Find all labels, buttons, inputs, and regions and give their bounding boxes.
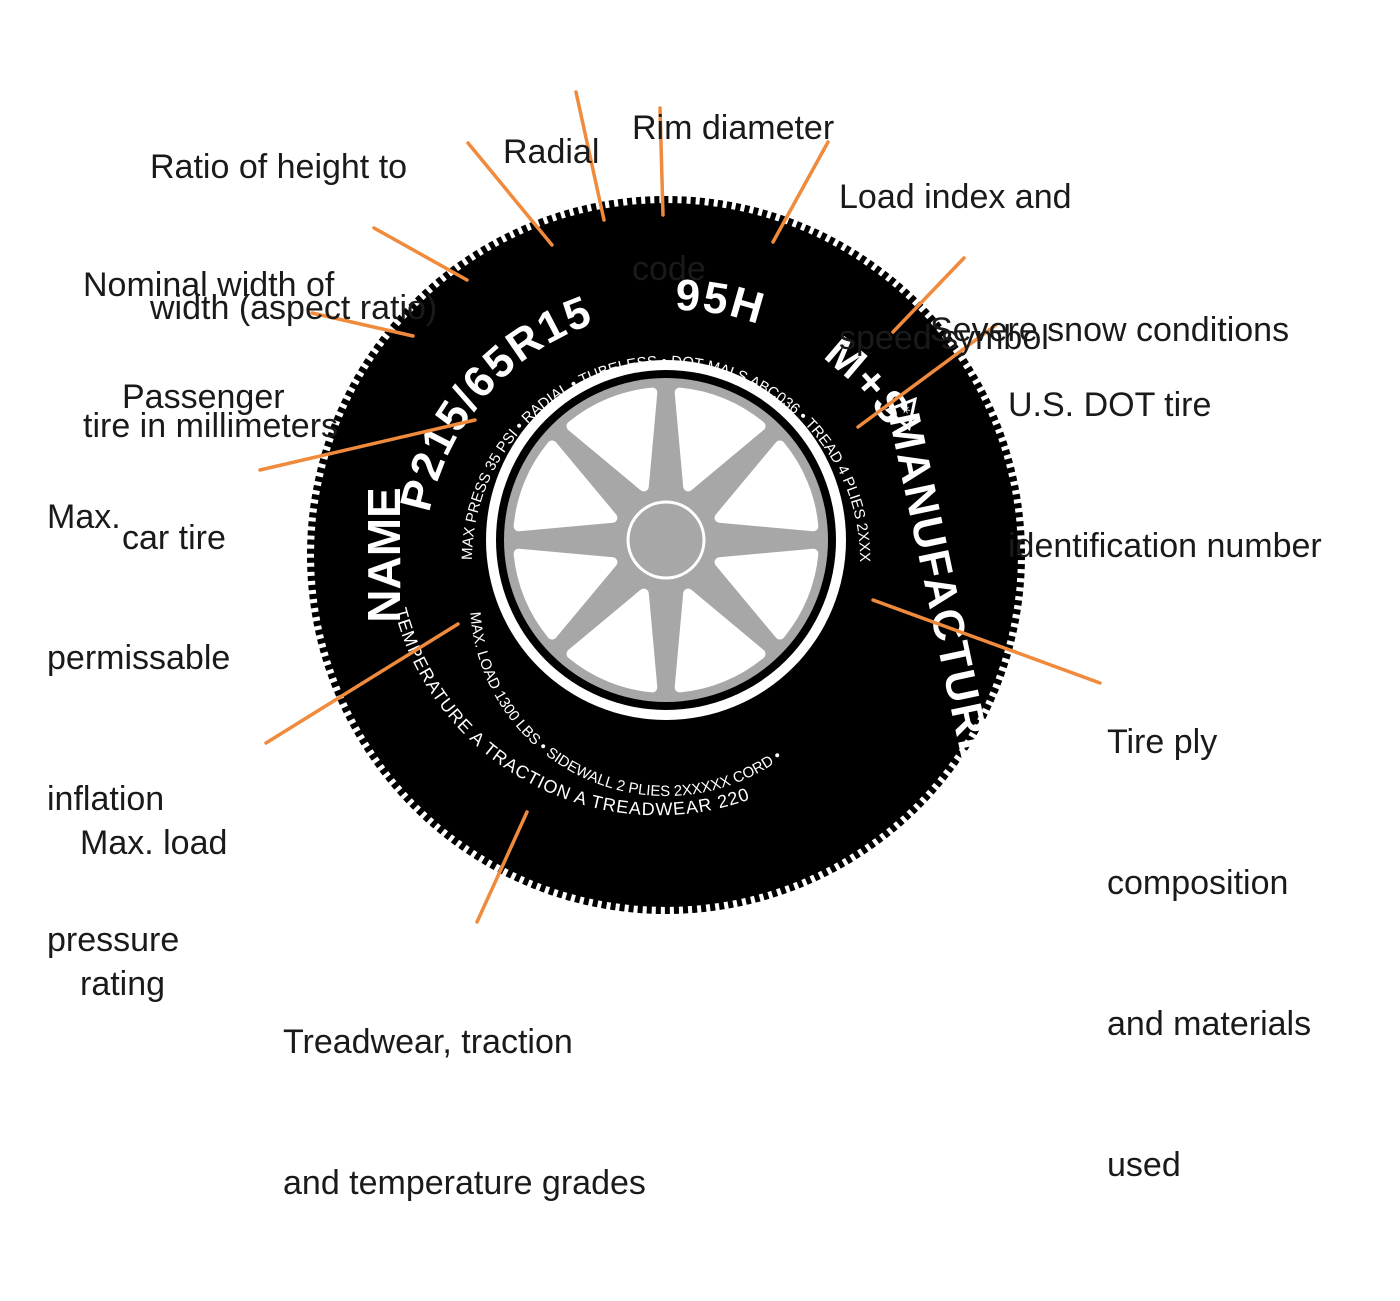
label-severe-snow: Severe snow conditions: [930, 311, 1290, 349]
label-radial: Radial: [503, 133, 600, 171]
wheel-spokes: [513, 387, 819, 693]
leader-passenger: [310, 311, 415, 338]
label-ply: Tire ply composition and materials used: [1107, 723, 1312, 1184]
leader-load-index: [771, 140, 830, 244]
leader-nominal-width: [372, 226, 469, 282]
label-grades: Treadwear, traction and temperature grad…: [283, 1023, 646, 1202]
wheel-cutout: [714, 440, 819, 532]
leader-ply: [871, 598, 1102, 685]
leader-lines: [258, 90, 1102, 924]
leader-dot-id: [856, 323, 998, 429]
label-nominal-width: Nominal width of tire in millimeters: [83, 266, 339, 445]
label-aspect-ratio: Ratio of height to width (aspect ratio): [150, 148, 438, 327]
tire-illustration: P215/65R15 95H M+S NAME MANUFACTURER MAX…: [258, 90, 1102, 924]
leader-radial: [574, 90, 606, 222]
leader-inflation: [258, 418, 477, 472]
label-dot-id: U.S. DOT tire identification number: [1008, 386, 1322, 565]
leader-grades: [475, 810, 529, 924]
leader-max-load: [264, 622, 460, 745]
hub: [626, 500, 706, 580]
wheel-cutout: [714, 548, 819, 640]
label-inflation: Max. permissable inflation pressure: [47, 498, 231, 959]
leader-rim-diameter: [658, 106, 665, 217]
label-passenger: Passenger car tire: [122, 378, 285, 557]
leader-aspect-ratio: [466, 141, 554, 247]
wheel-cutout: [566, 387, 658, 492]
wheel-cutout: [513, 440, 618, 532]
label-rim-diameter: Rim diameter code: [632, 109, 835, 288]
name-text: NAME: [358, 487, 410, 622]
tire-diagram: P215/65R15 95H M+S NAME MANUFACTURER MAX…: [47, 90, 1322, 1202]
wheel-cutout: [513, 548, 618, 640]
label-max-load: Max. load rating: [80, 824, 228, 1003]
wheel-cutout: [674, 387, 766, 492]
wheel-cutout: [566, 588, 658, 693]
label-load-index: Load index and speed symbol: [839, 178, 1072, 357]
leader-severe-snow: [891, 256, 966, 334]
wheel-cutout: [674, 588, 766, 693]
